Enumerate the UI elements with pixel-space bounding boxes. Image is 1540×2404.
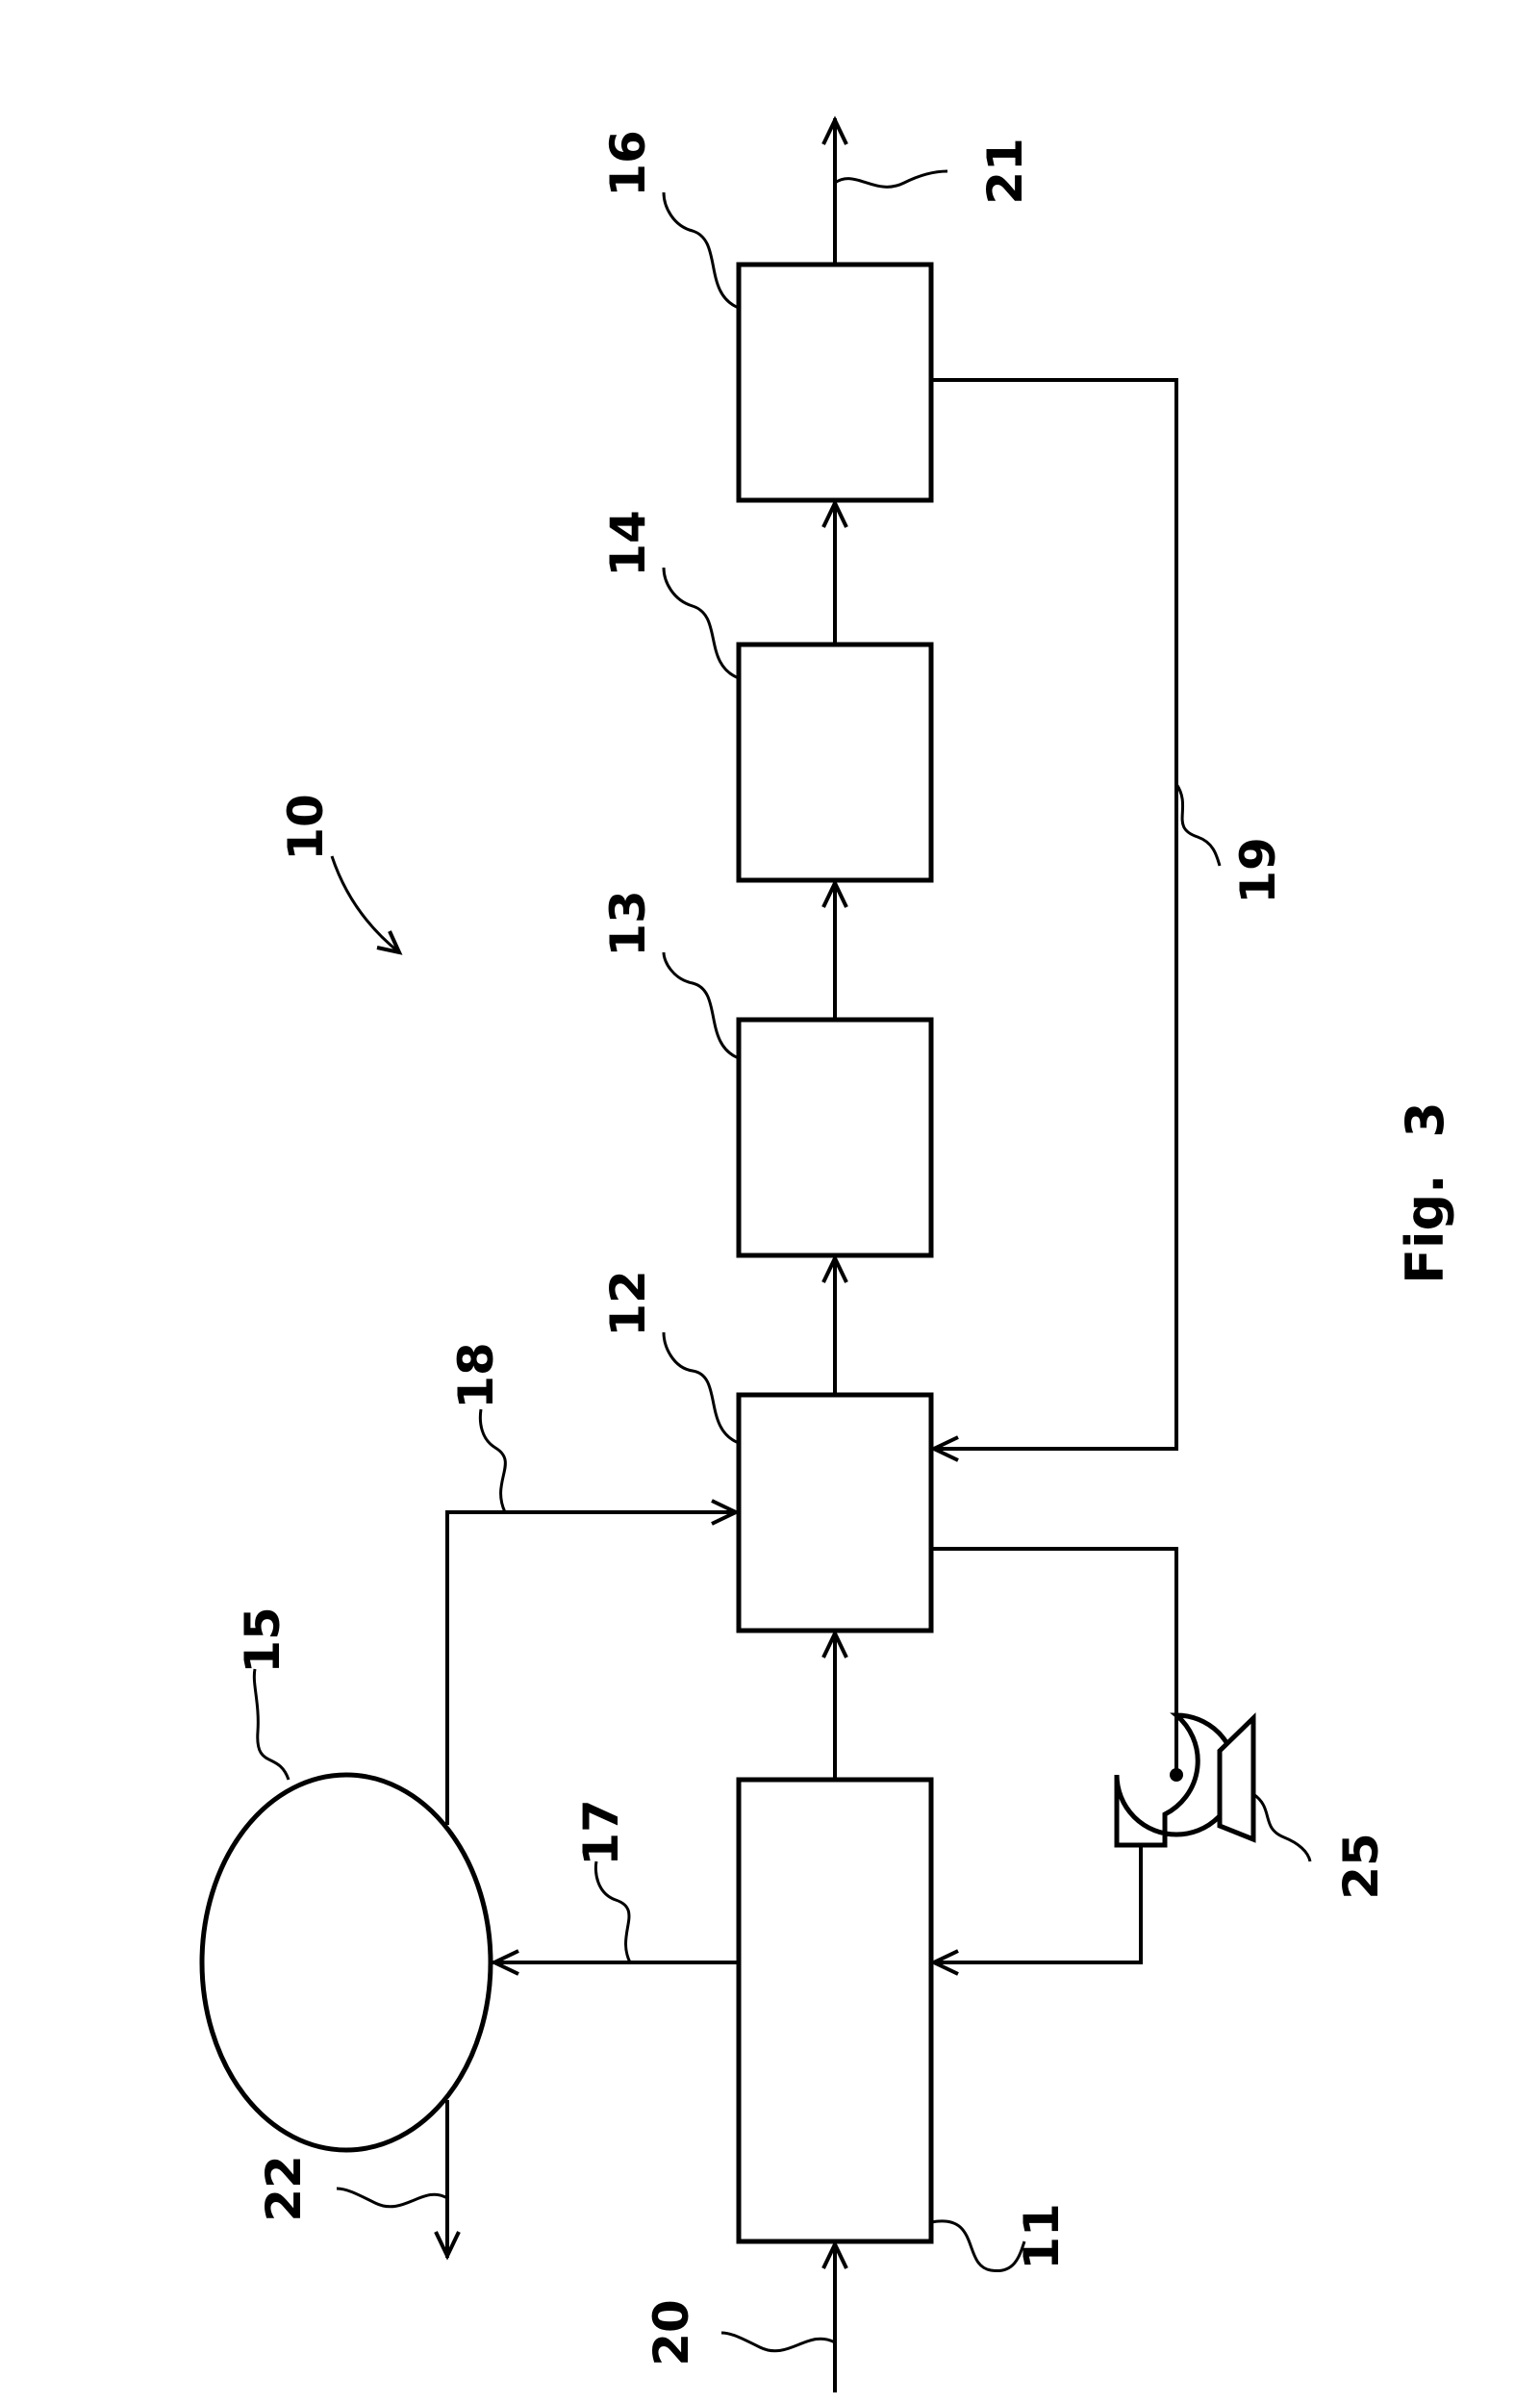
leader-11 bbox=[931, 2221, 1024, 2271]
leader-19 bbox=[1176, 784, 1220, 866]
unit-11-box bbox=[739, 1780, 931, 2241]
pump-25-shaft bbox=[1170, 1768, 1183, 1782]
unit-16-box bbox=[739, 265, 931, 500]
label-11: 11 bbox=[1014, 2203, 1070, 2270]
unit-12-box bbox=[739, 1395, 931, 1631]
label-18: 18 bbox=[448, 1342, 504, 1409]
pump-discharge-line bbox=[934, 1845, 1141, 1962]
system-10-leader bbox=[332, 856, 399, 952]
tank-15-ellipse bbox=[202, 1775, 491, 2150]
label-20: 20 bbox=[644, 2299, 699, 2366]
leader-14 bbox=[664, 568, 739, 678]
label-14: 14 bbox=[600, 510, 656, 577]
leader-22 bbox=[337, 2189, 447, 2207]
label-16: 16 bbox=[600, 130, 656, 197]
leader-15 bbox=[254, 1669, 289, 1780]
label-13: 13 bbox=[600, 890, 656, 957]
leader-18 bbox=[480, 1409, 505, 1512]
leader-12 bbox=[664, 1332, 739, 1443]
pump-25-symbol bbox=[1117, 1715, 1253, 1845]
label-12: 12 bbox=[600, 1270, 656, 1337]
label-10: 10 bbox=[278, 794, 334, 861]
leader-16 bbox=[664, 192, 739, 308]
label-17: 17 bbox=[573, 1799, 629, 1866]
leader-13 bbox=[664, 952, 739, 1058]
unit-13-box bbox=[739, 1020, 931, 1255]
unit-14-box bbox=[739, 645, 931, 880]
leader-20 bbox=[721, 2333, 835, 2351]
label-25: 25 bbox=[1333, 1833, 1389, 1900]
line-18 bbox=[447, 1512, 736, 1823]
figure-caption: Fig. 3 bbox=[1395, 1101, 1455, 1284]
label-21: 21 bbox=[977, 138, 1033, 205]
pump-suction-line bbox=[931, 1549, 1176, 1773]
label-15: 15 bbox=[235, 1607, 290, 1674]
leader-17 bbox=[595, 1861, 630, 1962]
label-22: 22 bbox=[256, 2155, 312, 2222]
leader-25 bbox=[1253, 1794, 1310, 1861]
leader-21 bbox=[835, 171, 947, 187]
line-19 bbox=[931, 380, 1176, 1449]
label-19: 19 bbox=[1230, 837, 1286, 904]
